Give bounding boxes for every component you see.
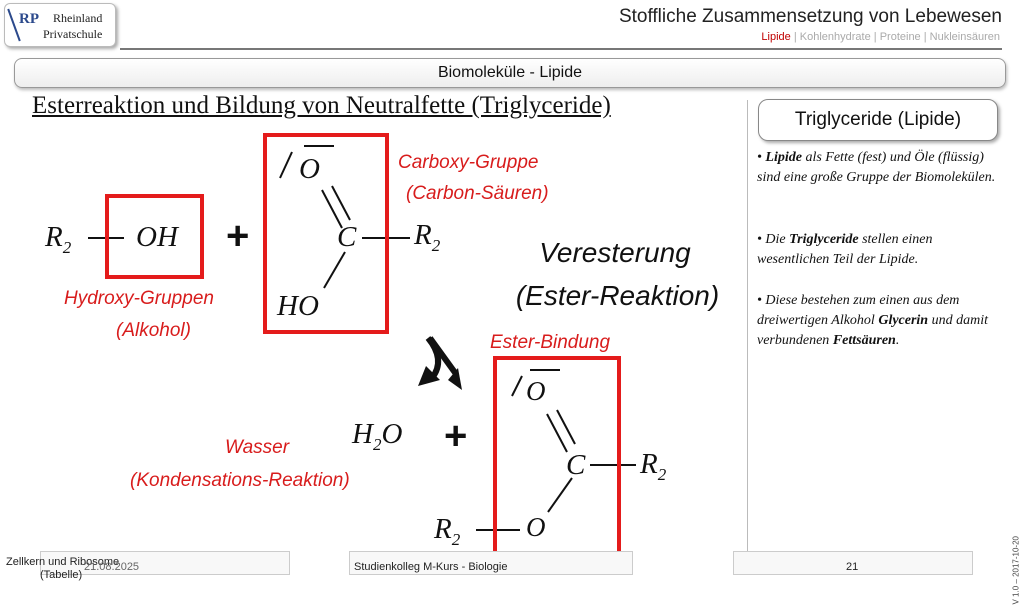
ester-reaktion-label: (Ester-Reaktion): [515, 280, 720, 311]
version-label: V 1.0 – 2017-10-20: [1011, 536, 1020, 605]
reaction-diagram: [88, 145, 636, 531]
logo-mark: RP: [19, 11, 39, 27]
slide-heading: Esterreaktion und Bildung von Neutralfet…: [32, 92, 611, 119]
bullet-1: • Lipide als Fette (fest) und Öle (flüss…: [757, 150, 996, 185]
wasser-label: Wasser: [225, 437, 290, 458]
carboxy-label: Carboxy-Gruppe: [398, 152, 539, 173]
footer-course-box: [349, 551, 633, 575]
footer-page-box: [733, 551, 973, 575]
alkohol-label: (Alkohol): [116, 320, 191, 341]
crumb-kohlenhydrate[interactable]: Kohlenhydrate: [799, 31, 871, 43]
carboxy-o: O: [299, 153, 320, 185]
plus-sign-1: +: [226, 214, 250, 258]
page-title: Stoffliche Zusammensetzung von Lebewesen: [618, 6, 1002, 27]
ester-box: [493, 356, 621, 556]
ester-r2-left: R2: [434, 513, 461, 549]
sidebar-title: Triglyceride (Lipide): [758, 99, 998, 141]
ho-group: HO: [277, 290, 319, 322]
ester-o: O: [526, 376, 546, 406]
kondensation-label: (Kondensations-Reaktion): [130, 470, 350, 491]
reaction-arrow: [425, 336, 459, 380]
bullet-2: • Die Triglyceride stellen einen wesentl…: [757, 232, 933, 267]
veresterung-label: Veresterung: [539, 237, 691, 268]
bullet-3: • Diese bestehen zum einen aus dem dreiw…: [757, 293, 988, 348]
footer-date: 21.08.2025: [84, 561, 140, 573]
logo-line2: Privatschule: [43, 27, 103, 41]
ester-c: C: [566, 449, 586, 481]
crumb-proteine[interactable]: Proteine: [879, 31, 921, 43]
carboxy-r2: R2: [414, 219, 441, 255]
crumb-lipide[interactable]: Lipide: [761, 31, 791, 43]
section-banner: Biomoleküle - Lipide: [14, 58, 1006, 88]
hydroxy-label: Hydroxy-Gruppen: [64, 288, 214, 309]
carboxy-box: [263, 133, 389, 334]
water-formula: H2O: [352, 418, 403, 454]
hydroxy-box: [105, 194, 204, 279]
r2-alcohol: R2: [45, 221, 72, 257]
ester-r2: R2: [640, 448, 667, 484]
header-rule: [120, 48, 1002, 50]
page-number: 21: [846, 561, 859, 573]
logo-line1: Rheinland: [53, 11, 103, 25]
oh-group: OH: [136, 221, 178, 253]
footer-topic-2: (Tabelle): [40, 569, 83, 581]
footer-course: Studienkolleg M-Kurs - Biologie: [354, 561, 508, 573]
footer-topic[interactable]: Zellkern und Ribosome: [6, 556, 120, 568]
carbon-label: (Carbon-Säuren): [406, 183, 549, 204]
crumb-nukleinsaeuren[interactable]: Nukleinsäuren: [929, 31, 1000, 43]
school-logo: RP Rheinland Privatschule: [4, 3, 116, 47]
sidebar-divider: [747, 100, 748, 555]
carboxy-c: C: [337, 221, 357, 253]
plus-sign-2: +: [444, 414, 468, 458]
footer-date-box: [40, 551, 290, 575]
breadcrumb: Lipide | Kohlenhydrate | Proteine | Nukl…: [761, 31, 1000, 43]
ester-o2: O: [526, 512, 546, 542]
ester-label: Ester-Bindung: [490, 332, 611, 353]
